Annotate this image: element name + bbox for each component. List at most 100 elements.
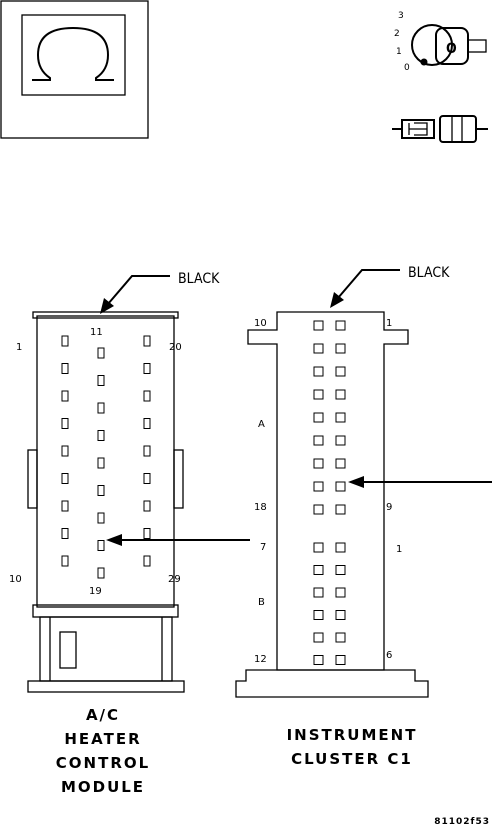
pin-cavity xyxy=(313,565,324,575)
pin-cavity xyxy=(313,389,324,400)
pin-cavity xyxy=(143,418,151,429)
pin-cavity xyxy=(143,528,151,539)
left-connector-foot xyxy=(27,680,185,693)
right-connector-base xyxy=(235,669,429,698)
right-pin-label-7: 7 xyxy=(260,542,266,553)
pin-cavity xyxy=(313,320,324,331)
right-section-a-label: A xyxy=(258,419,265,430)
pin-cavity xyxy=(97,347,105,359)
ignition-position-3: 3 xyxy=(398,11,404,21)
pin-cavity xyxy=(313,655,324,665)
pin-cavity xyxy=(313,481,324,492)
right-pin-label-1-b: 1 xyxy=(396,544,402,555)
left-connector-title: A/C HEATER CONTROL MODULE xyxy=(56,706,150,796)
ignition-position-1: 1 xyxy=(396,47,402,57)
pin-cavity xyxy=(61,500,69,512)
pin-cavity xyxy=(143,335,151,347)
left-title-line-3: CONTROL xyxy=(56,754,150,772)
pin-cavity xyxy=(335,435,346,446)
pin-cavity xyxy=(335,565,346,575)
right-connector-body xyxy=(247,311,409,671)
left-pin-label-11: 11 xyxy=(90,327,103,338)
pin-cavity xyxy=(97,485,105,496)
left-pin-label-29: 29 xyxy=(168,574,181,585)
pin-cavity xyxy=(143,555,151,567)
symbol-frame xyxy=(0,0,149,139)
pin-cavity xyxy=(313,610,324,620)
right-pin-pointer-arrowhead xyxy=(348,476,364,488)
right-section-b-label: B xyxy=(258,597,265,608)
left-pin-label-19: 19 xyxy=(89,586,102,597)
pin-cavity xyxy=(335,389,346,400)
ignition-key-letter: O xyxy=(446,41,457,57)
right-pin-grid xyxy=(313,320,346,665)
right-side-latch xyxy=(173,449,184,509)
left-connector-key-slot xyxy=(59,631,77,669)
pin-cavity xyxy=(313,632,324,643)
pin-cavity xyxy=(313,542,324,553)
pin-cavity xyxy=(313,412,324,423)
pin-cavity xyxy=(335,655,346,665)
pin-cavity xyxy=(335,587,346,598)
pin-cavity xyxy=(313,587,324,598)
left-pin-label-1: 1 xyxy=(16,342,22,353)
pin-cavity xyxy=(335,632,346,643)
pin-cavity xyxy=(97,375,105,386)
left-pin-pointer-arrowhead xyxy=(106,534,122,546)
left-color-label: BLACK xyxy=(178,271,220,287)
pin-cavity xyxy=(143,500,151,512)
ac-heater-connector: BLACK 1 11 20 10 19 29 A/C HEATER CONTRO… xyxy=(9,271,250,796)
pin-cavity xyxy=(97,567,105,579)
right-pin-label-1-top: 1 xyxy=(386,318,392,329)
pin-cavity xyxy=(143,473,151,484)
pin-cavity xyxy=(335,542,346,553)
pin-cavity xyxy=(335,504,346,515)
pin-cavity xyxy=(143,445,151,457)
left-leader-line xyxy=(107,275,170,305)
pin-cavity xyxy=(61,473,69,484)
left-pin-label-10: 10 xyxy=(9,574,22,585)
disconnect-connector-icon xyxy=(392,115,488,143)
pin-cavity xyxy=(143,363,151,374)
right-pin-label-10-top: 10 xyxy=(254,318,267,329)
left-connector-body xyxy=(36,315,175,608)
pin-cavity xyxy=(97,457,105,469)
omega-icon xyxy=(21,14,126,96)
ignition-key-blade xyxy=(467,39,487,53)
pin-cavity xyxy=(313,458,324,469)
left-connector-top-lip xyxy=(32,311,179,319)
pin-cavity xyxy=(61,445,69,457)
pin-cavity xyxy=(97,512,105,524)
pin-cavity xyxy=(335,481,346,492)
pin-cavity xyxy=(335,412,346,423)
left-leader-arrowhead xyxy=(100,298,114,314)
pin-cavity xyxy=(313,504,324,515)
pin-cavity xyxy=(97,430,105,441)
right-connector-title: INSTRUMENT CLUSTER C1 xyxy=(287,726,416,768)
pin-cavity xyxy=(61,418,69,429)
pin-cavity xyxy=(61,363,69,374)
pin-cavity xyxy=(313,343,324,354)
instrument-cluster-connector: BLACK 10 1 A 18 9 7 1 B 12 6 INSTRUMENT … xyxy=(235,265,492,768)
pin-cavity xyxy=(61,528,69,539)
right-pin-label-12: 12 xyxy=(254,654,267,665)
right-leader-line xyxy=(337,269,400,299)
pin-cavity xyxy=(313,435,324,446)
ohmmeter-symbol xyxy=(0,0,149,139)
left-side-latch xyxy=(27,449,38,509)
pin-cavity xyxy=(97,402,105,414)
left-title-line-4: MODULE xyxy=(61,778,145,796)
figure-code: 81102f53 xyxy=(434,817,490,827)
ignition-position-0: 0 xyxy=(404,63,410,73)
pin-cavity xyxy=(97,540,105,551)
right-color-label: BLACK xyxy=(408,265,450,281)
ignition-cylinder xyxy=(411,24,453,66)
right-pin-label-9: 9 xyxy=(386,502,392,513)
right-pin-label-6: 6 xyxy=(386,650,392,661)
pin-cavity xyxy=(61,390,69,402)
right-leader-arrowhead xyxy=(330,292,344,308)
omega-glyph xyxy=(32,26,114,81)
ignition-index-dot xyxy=(420,58,428,66)
left-title-line-2: HEATER xyxy=(64,730,141,748)
left-pin-label-20: 20 xyxy=(169,342,182,353)
